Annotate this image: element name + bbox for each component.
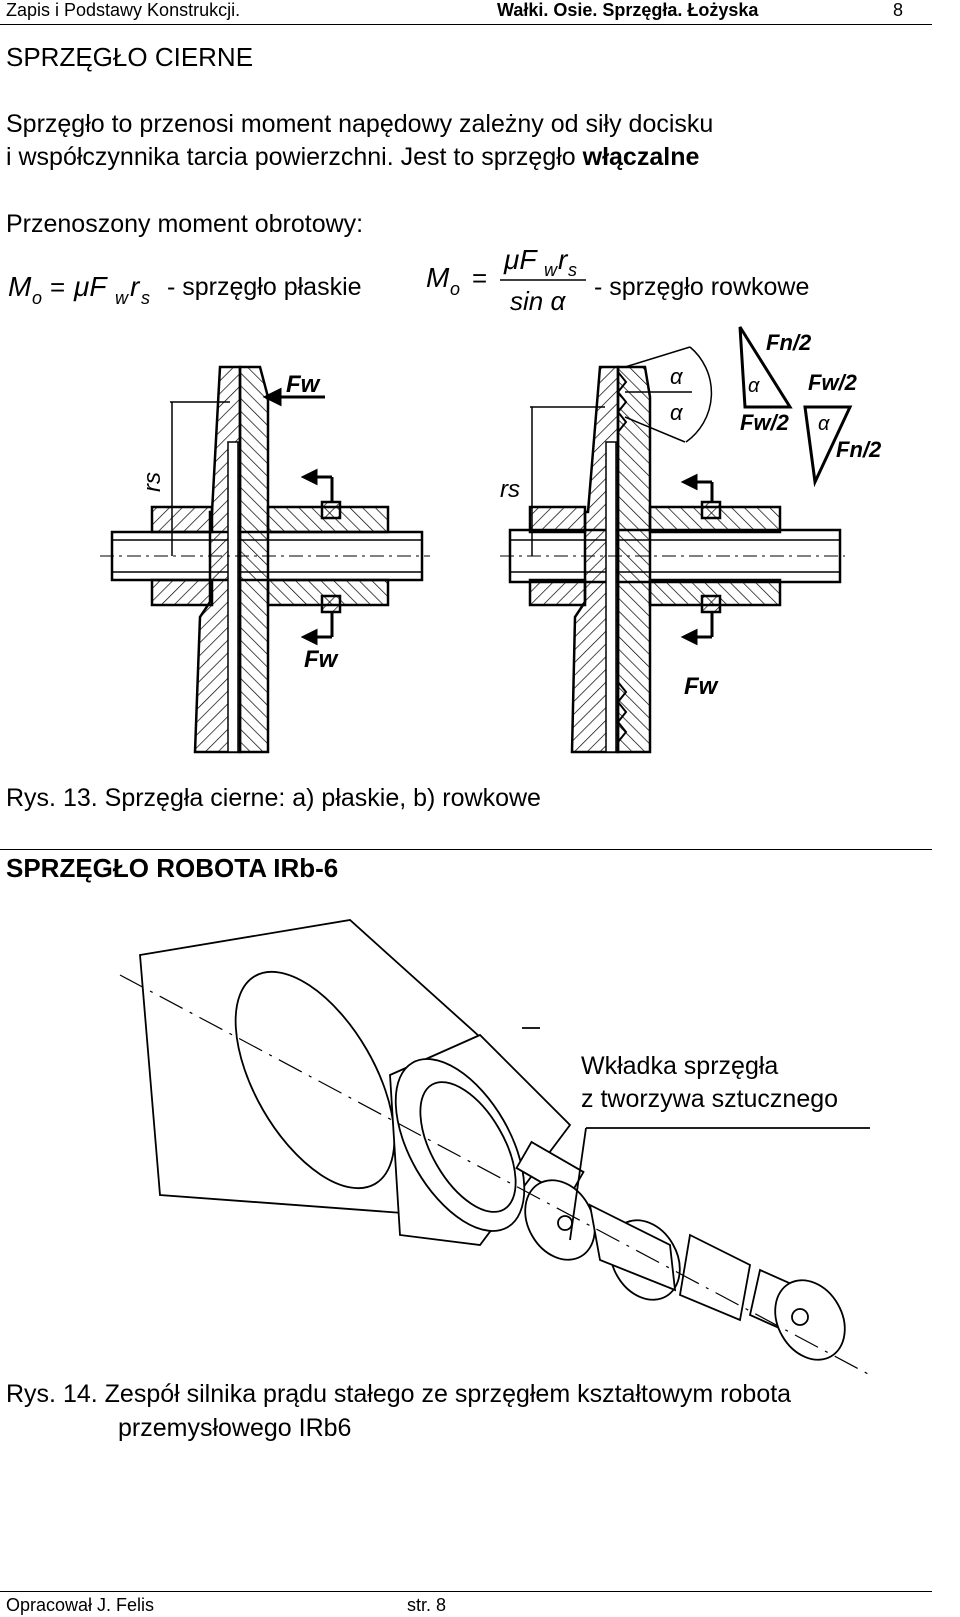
figure-13-caption: Rys. 13. Sprzęgła cierne: a) płaskie, b)… [6,784,541,812]
svg-text:=: = [50,272,65,302]
svg-text:o: o [450,279,460,299]
grooved-clutch [500,365,845,754]
footer-page: str. 8 [407,1595,447,1615]
section-divider [0,849,932,850]
section-title-friction-clutch: SPRZĘGŁO CIERNE [6,42,254,72]
svg-text:r: r [558,244,569,275]
footer-rule [0,1591,932,1592]
header-chapter-title: Wałki. Osie. Sprzęgła. Łożyska [497,0,759,20]
callout-line-2: z tworzywa sztucznego [581,1085,839,1113]
fn2-label-right: Fn/2 [836,437,882,462]
header-doc-title: Zapis i Podstawy Konstrukcji. [6,0,241,20]
svg-text:w: w [115,288,129,308]
svg-text:s: s [568,260,577,280]
rs-label-a: rs [139,472,166,492]
fn2-label-top: Fn/2 [766,330,812,355]
figure-14-caption-line-2: przemysłowego IRb6 [118,1414,352,1442]
svg-text:M: M [426,262,450,293]
svg-text:μF: μF [503,244,538,275]
svg-text:r: r [130,271,141,302]
figure-14-caption-line-1: Rys. 14. Zespół silnika prądu stałego ze… [6,1380,792,1408]
svg-text:M: M [8,271,32,302]
torque-label: Przenoszony moment obrotowy: [6,210,364,238]
svg-text:sin α: sin α [510,286,566,316]
paragraph-line-2: i współczynnika tarcia powierzchni. Jest… [6,143,699,172]
friction-clutch-drawing: Fw Fw rs Fw α α rs [100,326,882,754]
fw-label-top-a: Fw [286,371,321,398]
rs-label-b: rs [500,476,520,503]
footer-author: Opracował J. Felis [6,1595,155,1615]
robot-motor-coupling-drawing [119,919,871,1375]
paragraph-line-1: Sprzęgło to przenosi moment napędowy zal… [6,110,714,138]
callout-line-1: Wkładka sprzęgła [581,1052,779,1080]
fw-label-bottom-b: Fw [684,673,719,700]
svg-text:=: = [472,263,487,293]
paragraph-emphasis: włączalne [582,143,700,171]
header-rule [0,24,932,25]
formula-grooved-description: - sprzęgło rowkowe [594,273,810,301]
svg-text:o: o [32,288,42,308]
flat-clutch [100,365,430,754]
alpha-label-4: α [818,413,830,435]
fw-label-bottom-a: Fw [304,646,339,673]
fw2-label-right: Fw/2 [808,370,858,395]
formula-flat-description: - sprzęgło płaskie [167,273,362,301]
fw2-label-left: Fw/2 [740,410,790,435]
svg-text:μF: μF [73,271,108,302]
paragraph-line-2-text: i współczynnika tarcia powierzchni. Jest… [6,143,583,171]
alpha-label-3: α [748,375,760,397]
header-page-number: 8 [893,0,904,20]
svg-text:s: s [141,288,150,308]
section-title-robot-clutch: SPRZĘGŁO ROBOTA IRb-6 [6,853,339,883]
svg-text:w: w [544,260,558,280]
alpha-label-1: α [670,364,684,389]
alpha-label-2: α [670,400,684,425]
force-triangles [738,326,853,488]
